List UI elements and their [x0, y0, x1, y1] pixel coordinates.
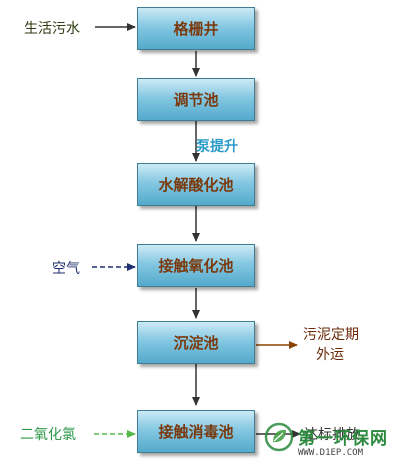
- watermark-name: 第一环保网: [298, 429, 388, 449]
- leaf-logo-icon: [264, 422, 294, 452]
- box-hydrolysis-tank: 水解酸化池: [137, 163, 255, 206]
- box-regulating-tank: 调节池: [137, 78, 255, 121]
- box-contact-oxidation: 接触氧化池: [137, 244, 255, 287]
- watermark-url: WWW.D1EP.COM: [298, 448, 364, 458]
- label-chlorine: 二氧化氯: [20, 427, 76, 443]
- label-sludge-line2: 外运: [316, 347, 344, 363]
- box-contact-disinfection: 接触消毒池: [137, 410, 255, 453]
- watermark: 第一环保网 WWW.D1EP.COM: [262, 418, 407, 464]
- label-pump: 泵提升: [196, 139, 238, 155]
- label-sludge-line1: 污泥定期: [303, 327, 359, 343]
- box-sedimentation-tank: 沉淀池: [137, 321, 255, 364]
- label-discharge: 达标排放: [304, 427, 360, 443]
- label-air: 空气: [52, 261, 80, 277]
- label-input: 生活污水: [24, 21, 80, 37]
- box-grating-well: 格栅井: [137, 7, 255, 50]
